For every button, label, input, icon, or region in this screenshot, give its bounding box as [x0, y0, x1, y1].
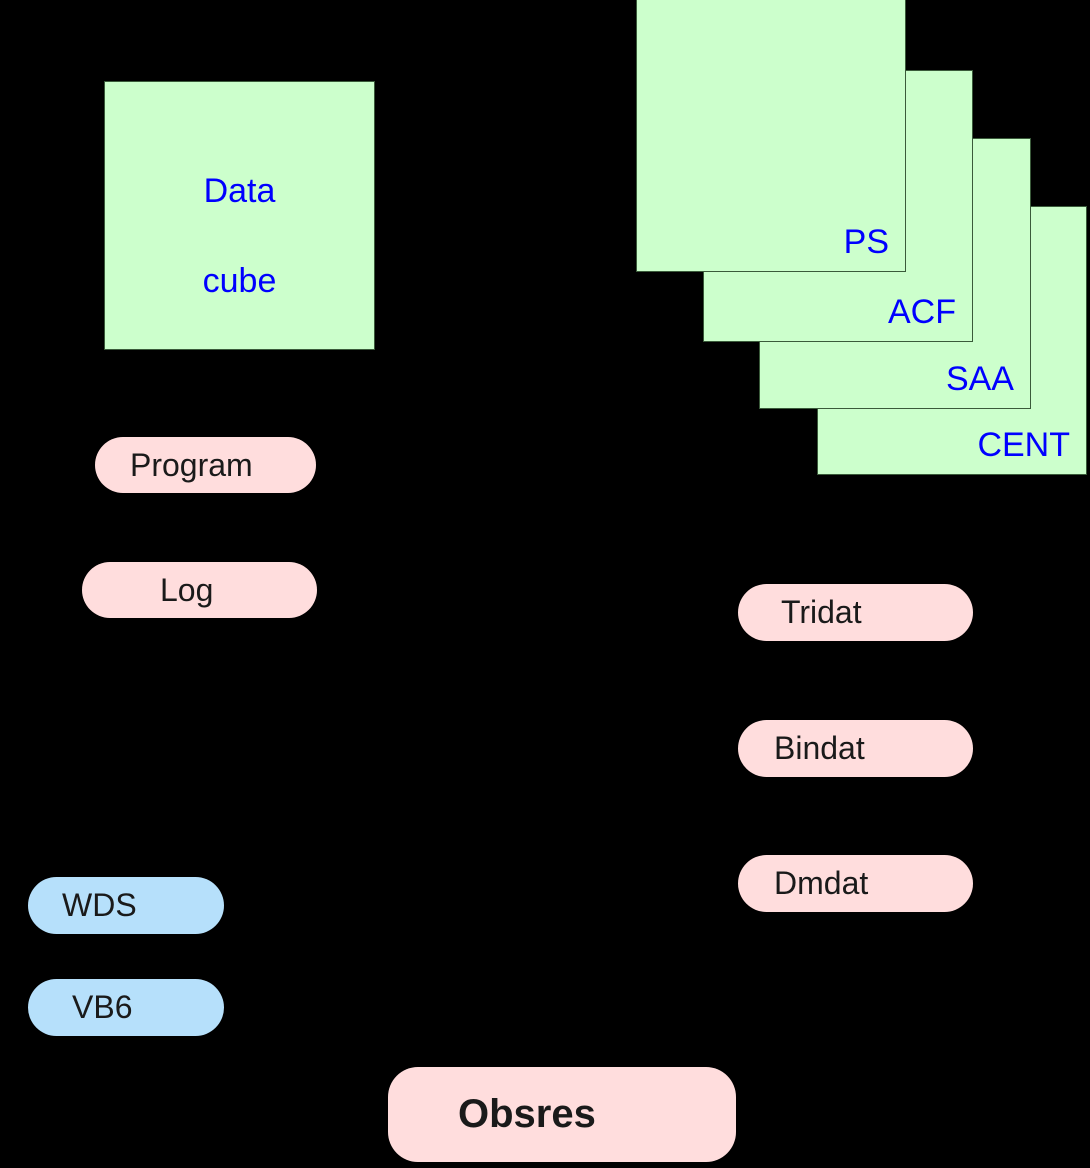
stacked-box-ps[interactable]: PS: [636, 0, 906, 272]
pill-wds[interactable]: WDS: [28, 877, 224, 934]
stacked-box-label-cent: CENT: [977, 426, 1070, 464]
pill-label-program: Program: [130, 446, 253, 483]
pill-dmdat[interactable]: Dmdat: [738, 855, 973, 912]
pill-program[interactable]: Program: [95, 437, 316, 493]
stacked-box-label-acf: ACF: [888, 293, 956, 331]
pill-label-tridat: Tridat: [781, 594, 862, 630]
data-cube-text: Data cube: [105, 146, 374, 326]
pill-label-obsres: Obsres: [458, 1092, 596, 1136]
pill-tridat[interactable]: Tridat: [738, 584, 973, 641]
data-cube-box[interactable]: Data cube: [104, 81, 375, 350]
pill-label-vb6: VB6: [72, 989, 133, 1025]
data-cube-line-2: cube: [202, 262, 277, 300]
stacked-box-label-saa: SAA: [945, 360, 1014, 398]
pill-label-bindat: Bindat: [774, 730, 865, 766]
data-cube-line-1: Data: [203, 172, 276, 210]
pill-vb6[interactable]: VB6: [28, 979, 224, 1036]
pill-log[interactable]: Log: [82, 562, 317, 618]
pill-label-wds: WDS: [62, 887, 137, 923]
stacked-box-label-ps: PS: [843, 223, 889, 261]
pill-label-dmdat: Dmdat: [774, 865, 869, 901]
pill-bindat[interactable]: Bindat: [738, 720, 973, 777]
pill-obsres[interactable]: Obsres: [388, 1067, 736, 1162]
pill-label-log: Log: [160, 571, 214, 608]
